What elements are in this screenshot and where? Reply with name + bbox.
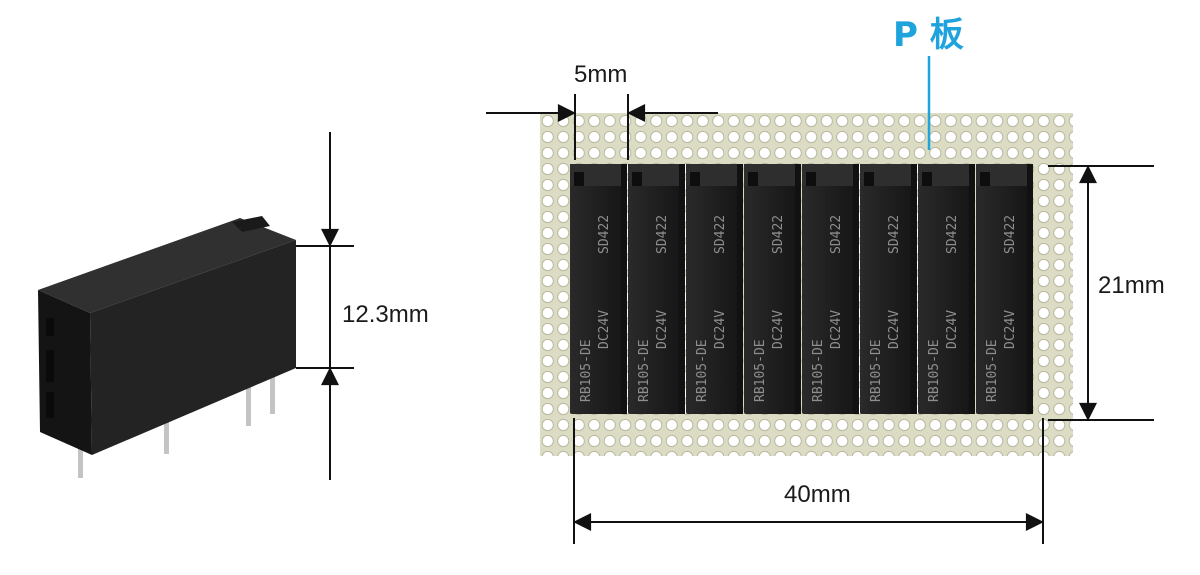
relay-top-band bbox=[802, 164, 859, 186]
relay-top-band bbox=[918, 164, 975, 186]
board-width-label: 40mm bbox=[784, 481, 851, 508]
relay-model-marking: RB105-DE bbox=[811, 339, 826, 402]
relay-edge-shadow bbox=[679, 164, 685, 414]
relay-slot bbox=[46, 350, 54, 382]
relay-notch bbox=[864, 172, 874, 186]
relay-code-marking: SD422 bbox=[655, 215, 670, 254]
relay-body bbox=[802, 164, 859, 414]
relay-notch bbox=[574, 172, 584, 186]
pitch-dimension: 5mm bbox=[486, 61, 718, 160]
relay-edge-shadow bbox=[621, 164, 627, 414]
relay-code-marking: SD422 bbox=[1003, 215, 1018, 254]
relay-edge-shadow bbox=[911, 164, 917, 414]
board-width-dimension: 40mm bbox=[573, 418, 1044, 544]
relay-model-marking: RB105-DE bbox=[753, 339, 768, 402]
relay-top-face bbox=[38, 218, 296, 313]
relay-top-band bbox=[628, 164, 685, 186]
relay-code-marking: SD422 bbox=[771, 215, 786, 254]
relay-notch bbox=[748, 172, 758, 186]
board-height-label: 21mm bbox=[1098, 272, 1165, 299]
relay-notch bbox=[232, 216, 270, 232]
relay-code-marking: SD422 bbox=[945, 215, 960, 254]
board-height-dimension: 21mm bbox=[1048, 165, 1165, 421]
relay-voltage-marking: DC24V bbox=[655, 310, 670, 349]
relay-body bbox=[570, 164, 627, 414]
relay-body bbox=[976, 164, 1033, 414]
relay-pin bbox=[270, 372, 275, 414]
relay-body bbox=[628, 164, 685, 414]
relay-voltage-marking: DC24V bbox=[713, 310, 728, 349]
relay-pin bbox=[78, 438, 83, 478]
relay-code-marking: SD422 bbox=[829, 215, 844, 254]
relay-notch bbox=[690, 172, 700, 186]
relay-notch bbox=[806, 172, 816, 186]
single-relay-height-dimension: 12.3mm bbox=[296, 132, 429, 480]
relay-code-marking: SD422 bbox=[597, 215, 612, 254]
single-relay bbox=[38, 216, 296, 478]
relay-voltage-marking: DC24V bbox=[597, 310, 612, 349]
relay-model-marking: RB105-DE bbox=[695, 339, 710, 402]
relay-body bbox=[744, 164, 801, 414]
relay-row: RB105-DEDC24VSD422RB105-DEDC24VSD422RB10… bbox=[570, 164, 1033, 414]
relay-model-marking: RB105-DE bbox=[869, 339, 884, 402]
relay-model-marking: RB105-DE bbox=[927, 339, 942, 402]
pitch-label: 5mm bbox=[574, 61, 627, 88]
relay-top-band bbox=[860, 164, 917, 186]
relay-model-marking: RB105-DE bbox=[579, 339, 594, 402]
relay-edge-shadow bbox=[795, 164, 801, 414]
relay-code-marking: SD422 bbox=[887, 215, 902, 254]
relay-body bbox=[918, 164, 975, 414]
relay-notch bbox=[980, 172, 990, 186]
relay-edge-shadow bbox=[1027, 164, 1033, 414]
relay-edge-shadow bbox=[853, 164, 859, 414]
relay-voltage-marking: DC24V bbox=[1003, 310, 1018, 349]
board-callout: P 板 bbox=[893, 15, 964, 150]
relay-notch bbox=[632, 172, 642, 186]
relay-pin bbox=[164, 414, 169, 454]
relay-top-band bbox=[570, 164, 627, 186]
height-label: 12.3mm bbox=[342, 301, 429, 328]
board-label: P 板 bbox=[893, 15, 964, 55]
relay-front-face bbox=[90, 240, 296, 455]
relay-code-marking: SD422 bbox=[713, 215, 728, 254]
relay-top-band bbox=[686, 164, 743, 186]
relay-slot bbox=[46, 392, 54, 418]
relay-edge-shadow bbox=[737, 164, 743, 414]
relay-edge-shadow bbox=[969, 164, 975, 414]
relay-body bbox=[860, 164, 917, 414]
relay-pin bbox=[246, 384, 251, 426]
relay-slot bbox=[46, 318, 54, 336]
relay-model-marking: RB105-DE bbox=[637, 339, 652, 402]
relay-voltage-marking: DC24V bbox=[829, 310, 844, 349]
relay-voltage-marking: DC24V bbox=[945, 310, 960, 349]
relay-top-band bbox=[744, 164, 801, 186]
relay-model-marking: RB105-DE bbox=[985, 339, 1000, 402]
relay-voltage-marking: DC24V bbox=[887, 310, 902, 349]
relay-voltage-marking: DC24V bbox=[771, 310, 786, 349]
relay-body bbox=[686, 164, 743, 414]
relay-notch bbox=[922, 172, 932, 186]
relay-top-band bbox=[976, 164, 1033, 186]
